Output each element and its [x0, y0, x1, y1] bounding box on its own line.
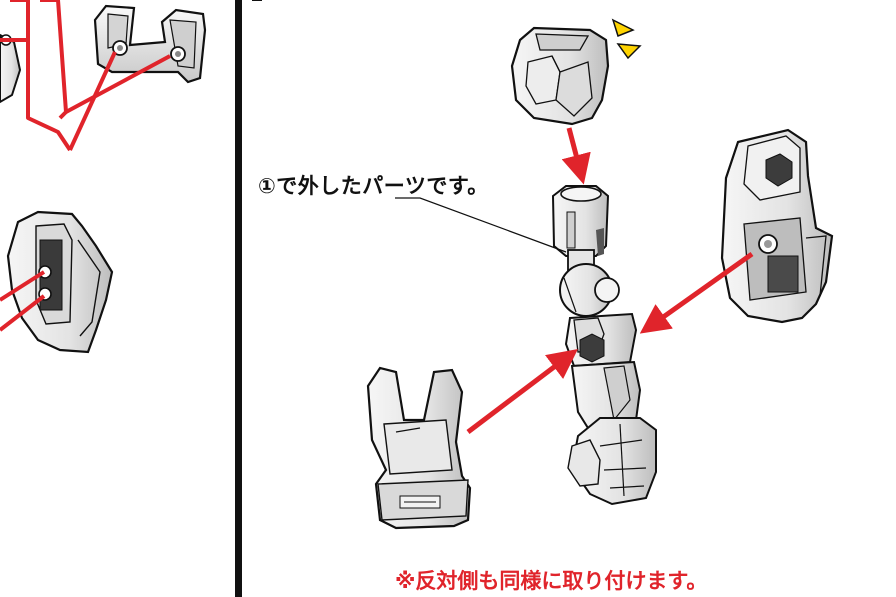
- callout-leader-line: [395, 197, 567, 253]
- forearm-armor-part: [366, 366, 472, 530]
- red-guide-lines-bottom: [0, 270, 46, 332]
- panel-divider: [235, 0, 242, 597]
- arm-frame-part: [551, 185, 657, 506]
- arrow-down-top: [561, 127, 591, 185]
- right-panel: [252, 0, 834, 530]
- red-guide-lines-top: [0, 0, 171, 152]
- upper-arm-armor-part: [720, 128, 834, 324]
- left-panel: [0, 0, 207, 354]
- highlight-marks: [611, 18, 642, 60]
- elbow-cover-part: [510, 26, 610, 126]
- shoulder-block-part: [6, 210, 114, 354]
- callout-label: ①で外したパーツです。: [258, 174, 489, 198]
- arrow-left-to-arm: [466, 348, 578, 434]
- bracket-part: [93, 4, 207, 84]
- left-edge-part-top: [0, 33, 22, 104]
- arrow-right-to-arm: [639, 251, 754, 334]
- note-label: ※反対側も同様に取り付けます。: [395, 569, 708, 593]
